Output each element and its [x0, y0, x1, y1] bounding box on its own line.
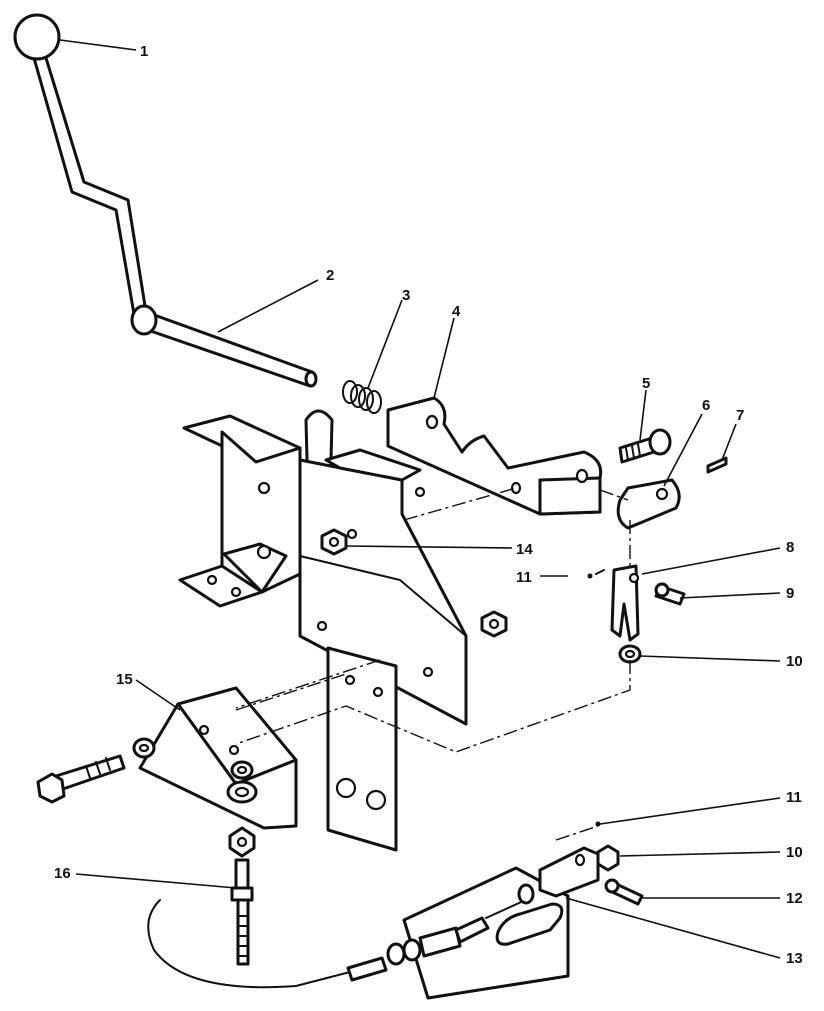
leader-lines — [59, 39, 781, 959]
shift-lever — [13, 13, 148, 316]
cotter-pin-7 — [706, 456, 728, 474]
assembly-lines — [235, 487, 631, 841]
callout-14: 14 — [516, 541, 533, 558]
spring — [342, 380, 382, 414]
nut-10-upper — [618, 644, 642, 664]
threaded-stud-16 — [230, 858, 254, 966]
callout-5: 5 — [642, 375, 650, 392]
left-bracket — [178, 414, 302, 608]
callout-2: 2 — [326, 267, 334, 284]
bolt-5 — [618, 428, 672, 464]
callout-labels: 1 2 3 4 5 6 7 8 11 9 10 14 15 16 11 10 1… — [54, 43, 803, 967]
cotter-11-lower — [595, 821, 601, 827]
gate-plate — [386, 396, 603, 516]
nut-10-lower — [596, 844, 620, 872]
lower-clevis-13 — [538, 846, 600, 898]
cotter-11-upper — [587, 569, 605, 579]
nut-14 — [320, 528, 348, 556]
callout-10-upper: 10 — [786, 653, 803, 670]
pivot-plate-6 — [616, 478, 681, 530]
callout-11-lower: 11 — [786, 789, 802, 806]
lever-shaft — [130, 304, 318, 388]
clevis-8 — [610, 564, 640, 642]
callout-11-upper: 11 — [516, 569, 532, 586]
callout-15: 15 — [116, 671, 133, 688]
callout-4: 4 — [452, 303, 461, 320]
callout-8: 8 — [786, 539, 794, 556]
nut-right-plate — [480, 610, 508, 638]
washer-stack — [226, 760, 258, 858]
lever-knob — [13, 13, 61, 61]
callout-6: 6 — [702, 397, 710, 414]
callout-3: 3 — [402, 287, 410, 304]
callout-9: 9 — [786, 585, 794, 602]
clevis-pin-9 — [654, 582, 686, 606]
callout-10-lower: 10 — [786, 844, 803, 861]
callout-7: 7 — [736, 407, 744, 424]
angle-bracket-15 — [138, 686, 298, 830]
lower-tab — [326, 646, 398, 852]
callout-12: 12 — [786, 890, 803, 907]
callout-13: 13 — [786, 950, 803, 967]
callout-1: 1 — [140, 43, 148, 60]
hex-bolt-left — [36, 737, 156, 804]
control-cable — [147, 883, 535, 989]
callout-16: 16 — [54, 865, 71, 882]
clevis-pin-12 — [604, 878, 644, 906]
